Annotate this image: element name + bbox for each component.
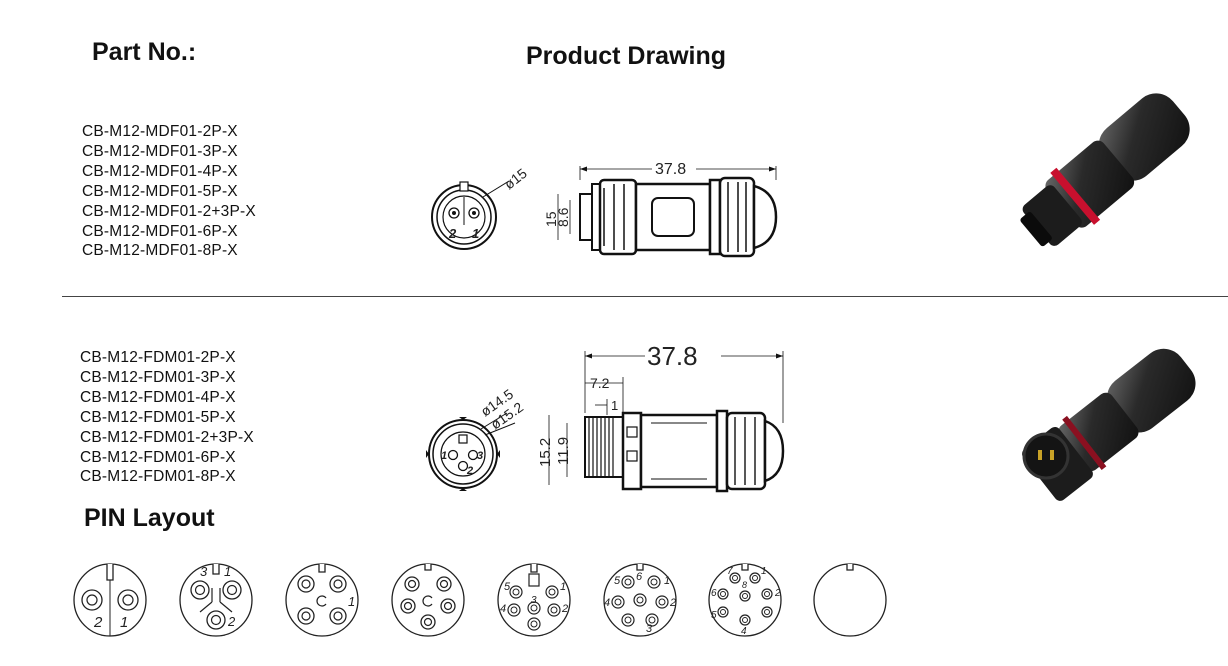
pin-layout-heading: PIN Layout — [84, 504, 215, 532]
face-pin-label: 2 — [448, 226, 457, 241]
pin-number: 1 — [224, 564, 231, 579]
fdm-side-view-drawing: 37.8 7.2 1 15.2 11.9 — [537, 343, 785, 493]
pin-number: 3 — [531, 595, 537, 606]
pin-number: 2 — [669, 597, 676, 609]
pin-number: 6 — [711, 588, 717, 599]
pin-number: 4 — [500, 603, 506, 615]
pin-number: 1 — [664, 575, 670, 587]
pin-number: 1 — [560, 581, 566, 593]
product-photo-female-connector — [1020, 93, 1190, 247]
part-number: CB-M12-MDF01-3P-X — [82, 142, 238, 160]
dim-thread: 7.2 — [590, 375, 610, 391]
pin-layout-blank — [813, 563, 887, 637]
pin-number: 2 — [774, 588, 781, 599]
part-number: CB-M12-MDF01-4P-X — [82, 162, 238, 180]
part-number: CB-M12-MDF01-8P-X — [82, 242, 238, 260]
pin-number: 6 — [636, 571, 643, 583]
part-number: CB-M12-MDF01-6P-X — [82, 222, 238, 240]
dim-length: 37.8 — [655, 161, 686, 178]
part-number: CB-M12-FDM01-8P-X — [80, 468, 236, 486]
part-number: CB-M12-FDM01-2P-X — [80, 349, 236, 366]
fdm-front-view-drawing: 1 3 2 ø14.5 ø15.2 — [426, 386, 526, 491]
dim-inner: 8.6 — [555, 207, 571, 227]
dim-height: 15 — [543, 211, 559, 227]
part-number: CB-M12-MDF01-2P-X — [82, 123, 238, 140]
pin-number: 1 — [348, 594, 355, 609]
dim-inner: 11.9 — [555, 437, 572, 465]
pin-layout-3p: 3 1 2 — [179, 563, 253, 637]
part-number: CB-M12-FDM01-6P-X — [80, 448, 236, 466]
pin-number: 4 — [604, 597, 610, 609]
dim-length: 37.8 — [647, 343, 698, 371]
pin-number: 3 — [646, 623, 653, 635]
mdf-front-view-drawing: 2 1 ø15 — [431, 165, 530, 250]
pin-number: 4 — [741, 626, 747, 637]
part-number: CB-M12-FDM01-5P-X — [80, 408, 236, 426]
pin-number: 1 — [761, 566, 767, 577]
pin-number: 2 — [561, 603, 568, 615]
dim-height: 15.2 — [537, 438, 554, 467]
face-pin-label: 1 — [441, 450, 447, 462]
pin-layout-6p: 5 6 1 4 2 3 — [603, 563, 677, 637]
dim-face-dia: ø15 — [501, 165, 530, 192]
face-pin-label: 2 — [466, 465, 473, 477]
pin-number: 7 — [727, 566, 733, 577]
pin-layout-2p: 2 1 — [73, 563, 147, 637]
pin-number: 2 — [227, 614, 236, 629]
pin-number: 3 — [200, 564, 208, 579]
pin-number: 1 — [120, 614, 128, 631]
part-number: CB-M12-FDM01-4P-X — [80, 388, 236, 406]
pin-layout-2plus3p: 5 1 4 3 2 — [497, 563, 571, 637]
dim-step: 1 — [611, 398, 618, 413]
part-no-heading: Part No.: — [92, 38, 197, 66]
pin-layout-4p: 1 — [285, 563, 359, 637]
product-drawing-heading: Product Drawing — [526, 42, 727, 70]
face-pin-label: 1 — [472, 226, 479, 241]
pin-number: 5 — [504, 581, 511, 593]
section-divider — [62, 296, 1228, 297]
pin-number: 5 — [614, 575, 621, 587]
part-number: CB-M12-FDM01-3P-X — [80, 368, 236, 386]
product-photo-male-connector — [1022, 348, 1196, 501]
pin-number: 5 — [711, 610, 717, 621]
mdf-side-view-drawing: 37.8 15 8.6 — [543, 160, 778, 258]
part-number: CB-M12-FDM01-2+3P-X — [80, 428, 254, 446]
pin-layout-8p: 7 1 6 8 2 5 4 — [708, 563, 782, 637]
pin-layout-5p — [391, 563, 465, 637]
face-pin-label: 3 — [477, 450, 483, 462]
part-list-mdf: CB-M12-MDF01-2P-X CB-M12-MDF01-3P-X CB-M… — [82, 122, 256, 261]
part-number: CB-M12-MDF01-2+3P-X — [82, 202, 256, 220]
part-list-fdm: CB-M12-FDM01-2P-X CB-M12-FDM01-3P-X CB-M… — [80, 348, 254, 487]
part-number: CB-M12-MDF01-5P-X — [82, 182, 238, 200]
pin-number: 2 — [93, 614, 103, 631]
pin-number: 8 — [742, 580, 747, 590]
